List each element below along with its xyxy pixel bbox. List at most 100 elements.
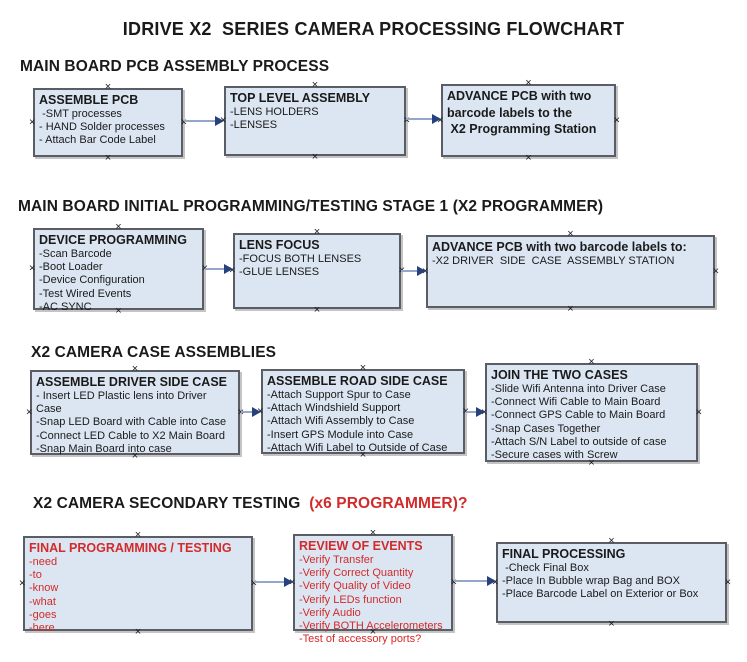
flow-box-device-programming[interactable]: DEVICE PROGRAMMING -Scan Barcode -Boot L… bbox=[29, 222, 208, 317]
section-heading-case-assemblies: X2 CAMERA CASE ASSEMBLIES bbox=[31, 344, 277, 361]
flow-box-top-level-assembly[interactable]: TOP LEVEL ASSEMBLY -LENS HOLDERS -LENSES… bbox=[220, 80, 410, 163]
box-item: -Verify Transfer bbox=[299, 554, 374, 566]
flow-box-advance-to-case-assembly[interactable]: ADVANCE PCB with two barcode labels to: … bbox=[422, 229, 719, 315]
anchor-point-icon: × bbox=[19, 577, 26, 590]
box-title: ADVANCE PCB with two barcode labels to: bbox=[432, 240, 687, 254]
arrow-head-icon bbox=[284, 577, 293, 587]
box-item: -goes bbox=[29, 608, 57, 621]
anchor-point-icon: × bbox=[115, 221, 122, 233]
arrow-head-icon bbox=[476, 407, 485, 417]
box-item: -Attach S/N Label to outside of case bbox=[491, 435, 667, 448]
box-item: - Attach Bar Code Label bbox=[39, 134, 156, 147]
anchor-point-icon: × bbox=[29, 262, 36, 275]
box-item: -here bbox=[29, 622, 55, 635]
arrow-shaft bbox=[205, 268, 227, 270]
box-item: -what bbox=[29, 595, 56, 608]
anchor-point-icon: × bbox=[131, 450, 139, 462]
connector-arrow[interactable] bbox=[241, 406, 261, 418]
box-item: -Connect GPS Cable to Main Board bbox=[491, 409, 666, 422]
connector-arrow[interactable] bbox=[454, 575, 496, 587]
flow-box-assemble-driver-side-case[interactable]: ASSEMBLE DRIVER SIDE CASE - Insert LED P… bbox=[26, 364, 244, 462]
connector-arrow[interactable] bbox=[184, 115, 224, 127]
anchor-point-icon: × bbox=[724, 576, 731, 589]
box-item: -Boot Loader bbox=[39, 261, 103, 274]
box-item: -Snap LED Board with Cable into Case bbox=[36, 416, 227, 429]
box-item: -Attach Wifi Assembly to Case bbox=[267, 415, 415, 428]
box-item: -Connect Wifi Cable to Main Board bbox=[491, 396, 661, 409]
arrow-shaft bbox=[241, 411, 255, 413]
anchor-point-icon: × bbox=[463, 406, 469, 417]
flow-box-lens-focus[interactable]: LENS FOCUS -FOCUS BOTH LENSES -GLUE LENS… bbox=[229, 227, 405, 316]
box-title: ASSEMBLE ROAD SIDE CASE bbox=[267, 374, 448, 388]
box-item: -FOCUS BOTH LENSES bbox=[239, 253, 362, 265]
box-item: -Verify BOTH Accelerometers bbox=[299, 620, 443, 633]
anchor-point-icon: × bbox=[134, 626, 142, 638]
box-item: -Verify Correct Quantity bbox=[299, 567, 414, 580]
box-item: -Snap Cases Together bbox=[491, 422, 601, 435]
anchor-point-icon: × bbox=[525, 152, 532, 164]
arrow-shaft bbox=[184, 120, 218, 122]
box-item: -to bbox=[29, 569, 42, 582]
anchor-point-icon: × bbox=[369, 527, 377, 539]
box-item: -Verify Quality of Video bbox=[299, 580, 411, 593]
flow-box-review-of-events[interactable]: REVIEW OF EVENTS -Verify Transfer -Verif… bbox=[289, 528, 457, 646]
anchor-point-icon: × bbox=[26, 406, 33, 419]
box-item: -Snap Main Board into case bbox=[36, 442, 172, 455]
anchor-point-icon: × bbox=[250, 577, 257, 590]
anchor-point-icon: × bbox=[567, 303, 574, 315]
box-text: ADVANCE PCB with two barcode labels to t… bbox=[447, 89, 597, 136]
anchor-point-icon: × bbox=[238, 407, 244, 418]
anchor-point-icon: × bbox=[608, 618, 615, 630]
connector-arrow[interactable] bbox=[401, 265, 426, 277]
arrow-shaft bbox=[406, 118, 435, 120]
section-heading-black-part: X2 CAMERA SECONDARY TESTING bbox=[33, 495, 310, 512]
anchor-point-icon: × bbox=[403, 114, 410, 127]
box-item: -Check Final Box bbox=[502, 562, 589, 574]
arrow-shaft bbox=[254, 581, 287, 583]
box-item: -Verify LEDs function bbox=[299, 593, 402, 606]
arrow-shaft bbox=[466, 411, 479, 413]
flow-box-assemble-road-side-case[interactable]: ASSEMBLE ROAD SIDE CASE -Attach Support … bbox=[257, 363, 469, 461]
box-item: -LENS HOLDERS bbox=[230, 106, 319, 118]
box-item: -Secure cases with Screw bbox=[491, 449, 618, 462]
section-heading-red-part: (x6 PROGRAMMER)? bbox=[309, 495, 468, 512]
flow-box-advance-to-programming-station[interactable]: ADVANCE PCB with two barcode labels to t… bbox=[437, 78, 620, 164]
section-heading-secondary-testing: X2 CAMERA SECONDARY TESTING (x6 PROGRAMM… bbox=[33, 495, 468, 513]
box-item: -X2 DRIVER SIDE CASE ASSEMBLY STATION bbox=[432, 255, 675, 267]
anchor-point-icon: × bbox=[608, 535, 615, 547]
anchor-point-icon: × bbox=[29, 116, 36, 129]
box-item: -Attach Wifi Label to Outside of Case bbox=[267, 441, 448, 454]
anchor-point-icon: × bbox=[313, 226, 321, 238]
flow-box-assemble-pcb[interactable]: ASSEMBLE PCB -SMT processes - HAND Solde… bbox=[29, 82, 187, 164]
box-item: -Place Barcode Label on Exterior or Box bbox=[502, 588, 699, 601]
box-item: -Verify Audio bbox=[299, 606, 361, 619]
connector-arrow[interactable] bbox=[205, 263, 233, 275]
anchor-point-icon: × bbox=[567, 228, 574, 240]
connector-arrow[interactable] bbox=[466, 406, 485, 418]
box-item: - HAND Solder processes bbox=[39, 121, 165, 134]
anchor-point-icon: × bbox=[180, 116, 187, 129]
box-item: -Connect LED Cable to X2 Main Board bbox=[36, 429, 225, 442]
box-item: -Slide Wifi Antenna into Driver Case bbox=[491, 383, 666, 395]
anchor-point-icon: × bbox=[131, 363, 139, 375]
flow-box-final-processing[interactable]: FINAL PROCESSING -Check Final Box -Place… bbox=[492, 536, 731, 630]
anchor-point-icon: × bbox=[588, 356, 595, 368]
anchor-point-icon: × bbox=[311, 151, 319, 163]
arrow-head-icon bbox=[417, 266, 426, 276]
flow-box-join-the-two-cases[interactable]: JOIN THE TWO CASES -Slide Wifi Antenna i… bbox=[481, 357, 702, 469]
box-item: -Place In Bubble wrap Bag and BOX bbox=[502, 575, 680, 588]
connector-arrow[interactable] bbox=[254, 576, 293, 588]
flow-box-final-programming-testing[interactable]: FINAL PROGRAMMING / TESTING -need -to -k… bbox=[19, 530, 257, 638]
anchor-point-icon: × bbox=[115, 305, 122, 317]
connector-arrow[interactable] bbox=[406, 113, 441, 125]
box-item: -know bbox=[29, 582, 59, 595]
arrow-head-icon bbox=[215, 116, 224, 126]
anchor-point-icon: × bbox=[712, 265, 719, 278]
anchor-point-icon: × bbox=[695, 406, 702, 419]
arrow-head-icon bbox=[432, 114, 441, 124]
box-title: DEVICE PROGRAMMING bbox=[39, 233, 187, 247]
anchor-point-icon: × bbox=[104, 152, 112, 164]
box-item: -Device Configuration bbox=[39, 274, 145, 287]
anchor-point-icon: × bbox=[311, 79, 319, 91]
section-heading-pcb-assembly: MAIN BOARD PCB ASSEMBLY PROCESS bbox=[20, 58, 330, 75]
